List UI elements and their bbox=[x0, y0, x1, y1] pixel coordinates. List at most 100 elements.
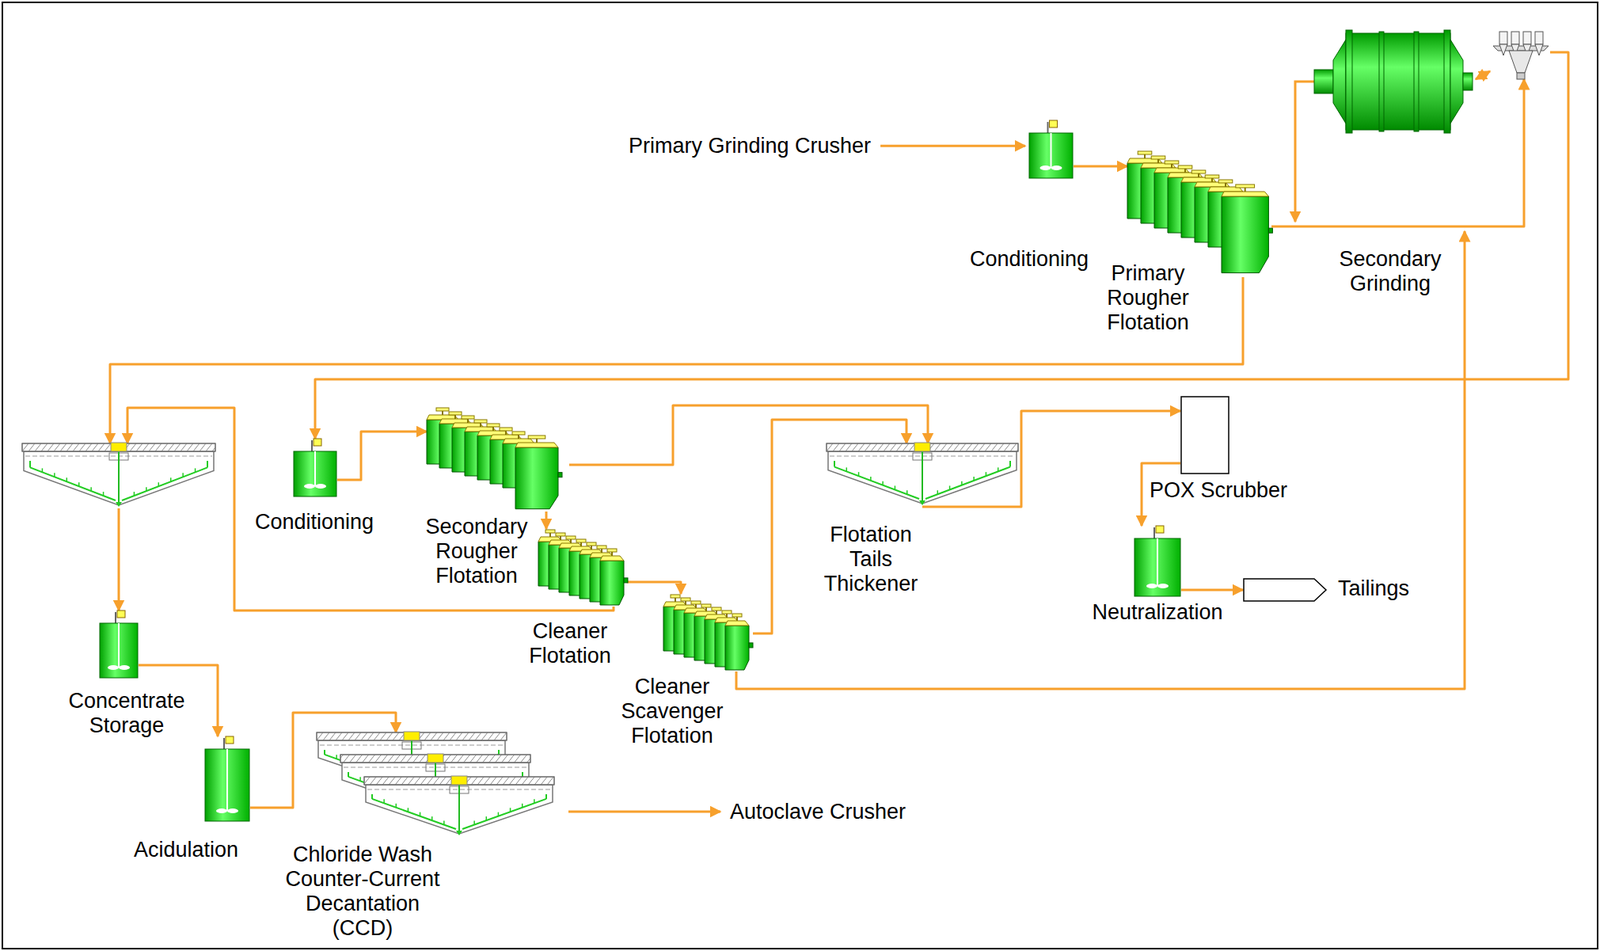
drawing-part bbox=[419, 812, 422, 817]
drawing-part bbox=[403, 731, 420, 741]
drawing-part bbox=[586, 542, 597, 546]
flotation-cell-bank-icon bbox=[663, 593, 753, 672]
drawing-part bbox=[311, 440, 313, 452]
drawing-part bbox=[206, 460, 209, 468]
drawing-part bbox=[225, 736, 234, 744]
drawing-part bbox=[216, 808, 228, 814]
stream-label: Primary Grinding Crusher bbox=[625, 131, 875, 160]
drawing-part bbox=[22, 443, 216, 452]
flotation-cell-bank-icon bbox=[1127, 150, 1272, 278]
drawing-part bbox=[407, 807, 410, 812]
drawing-part bbox=[1243, 578, 1327, 601]
drawing-part bbox=[117, 610, 126, 618]
drawing-part bbox=[680, 597, 691, 601]
drawing-part bbox=[1029, 133, 1073, 179]
unit-label: Tailings bbox=[1337, 576, 1410, 601]
drawing-part bbox=[914, 442, 931, 452]
process-stream bbox=[1073, 165, 1128, 168]
drawing-part bbox=[711, 607, 722, 611]
drawing-part bbox=[335, 754, 338, 759]
ball-mill-icon bbox=[1314, 28, 1551, 135]
drawing-part bbox=[623, 577, 628, 583]
drawing-part bbox=[545, 794, 548, 799]
drawing-part bbox=[427, 753, 444, 763]
agitated-tank-icon bbox=[1133, 525, 1182, 597]
process-stream bbox=[337, 431, 427, 480]
drawing-part bbox=[1511, 31, 1520, 45]
thickener: Flotation Tails Thickener bbox=[826, 443, 1019, 507]
drawing-part bbox=[431, 816, 434, 821]
process-stream bbox=[117, 508, 121, 611]
drawing-part bbox=[497, 749, 500, 755]
drawing-part bbox=[1516, 72, 1525, 80]
drawing-part bbox=[732, 613, 742, 617]
drawing-part bbox=[1164, 160, 1179, 164]
drawing-part bbox=[1499, 31, 1508, 45]
unit-label: Primary Rougher Flotation bbox=[1096, 261, 1200, 335]
drawing-part bbox=[691, 600, 701, 605]
drawing-part bbox=[515, 442, 559, 448]
drawing-part bbox=[316, 732, 507, 741]
flotation-cell-bank: Cleaner Flotation bbox=[538, 528, 628, 607]
drawing-part bbox=[961, 481, 963, 486]
drawing-part bbox=[133, 491, 136, 496]
drawing-part bbox=[521, 803, 524, 808]
flotation-cell-bank: Secondary Rougher Flotation bbox=[426, 406, 570, 512]
drawing-part bbox=[576, 539, 586, 543]
mill-discharge-line bbox=[1295, 81, 1315, 222]
drawing-part bbox=[226, 748, 229, 811]
drawing-part bbox=[145, 486, 148, 491]
drawing-part bbox=[1204, 174, 1220, 179]
tailings-arrow: Tailings bbox=[1242, 577, 1327, 602]
drawing-part bbox=[102, 491, 105, 496]
drawing-part bbox=[30, 467, 116, 501]
drawing-part bbox=[1535, 44, 1543, 56]
drawing-part bbox=[23, 451, 214, 506]
drawing-part bbox=[1221, 191, 1269, 197]
drawing-part bbox=[1314, 69, 1334, 94]
drawing-part bbox=[194, 467, 197, 472]
unit-label: Secondary Grinding bbox=[1326, 247, 1454, 297]
drawing-part bbox=[919, 500, 926, 506]
drawing-part bbox=[383, 798, 385, 803]
drawing-part bbox=[22, 443, 216, 452]
drawing-part bbox=[66, 477, 69, 482]
drawing-part bbox=[600, 560, 624, 605]
drawing-part bbox=[451, 775, 468, 785]
drawing-part bbox=[110, 442, 127, 452]
thickener-icon bbox=[22, 443, 216, 509]
drawing-part bbox=[826, 443, 1019, 452]
agitated-tank: Neutralization bbox=[1133, 525, 1182, 597]
drawing-part bbox=[881, 481, 884, 486]
drawing-part bbox=[182, 472, 184, 477]
drawing-part bbox=[533, 798, 536, 803]
drawing-part bbox=[826, 443, 1019, 452]
drawing-part bbox=[725, 620, 749, 626]
drawing-part bbox=[117, 623, 120, 668]
drawing-part bbox=[1157, 583, 1169, 589]
drawing-part bbox=[486, 423, 500, 427]
flotation-cell-bank: Primary Rougher Flotation bbox=[1127, 150, 1272, 278]
drawing-part bbox=[304, 483, 316, 489]
drawing-part bbox=[313, 438, 322, 446]
drawing-part bbox=[921, 451, 924, 501]
process-stream bbox=[545, 511, 548, 529]
drawing-part bbox=[949, 485, 951, 490]
drawing-part bbox=[1151, 155, 1166, 160]
flotation-cell-bank: Cleaner Scavenger Flotation bbox=[663, 593, 753, 672]
agitated-tank-icon bbox=[98, 610, 139, 679]
drawing-part bbox=[607, 548, 617, 552]
agitated-tank: Conditioning bbox=[1028, 120, 1074, 179]
drawing-part bbox=[458, 784, 460, 831]
process-stream bbox=[110, 277, 1243, 444]
drawing-part bbox=[99, 623, 138, 678]
drawing-part bbox=[1049, 120, 1058, 128]
agitated-tank-icon bbox=[292, 438, 338, 498]
scrubber-box-icon bbox=[1180, 395, 1230, 475]
drawing-part bbox=[1499, 44, 1508, 56]
drawing-part bbox=[117, 451, 120, 502]
drawing-part bbox=[846, 467, 848, 472]
drawing-part bbox=[1268, 228, 1273, 233]
agitated-tank: Acidulation bbox=[204, 736, 251, 822]
drawing-part bbox=[1146, 583, 1158, 589]
